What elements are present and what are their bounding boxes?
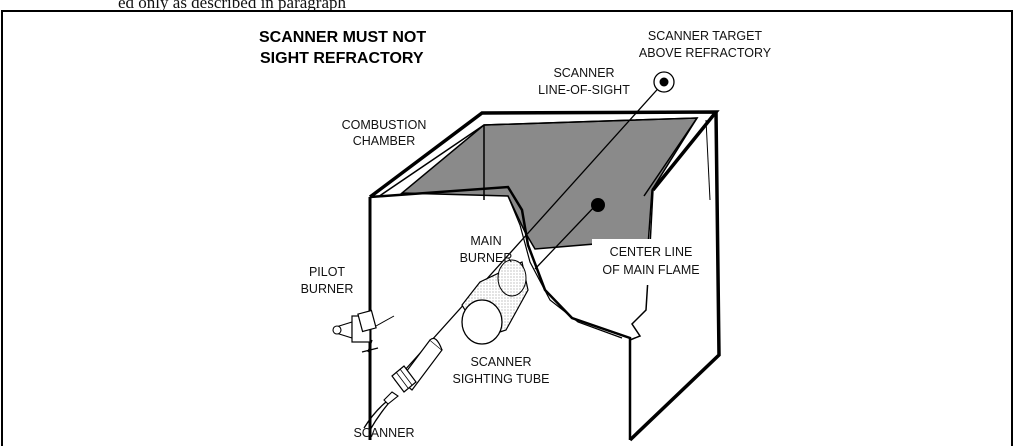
target-label-line1: SCANNER TARGET [648, 29, 763, 43]
main-burner-label-line2: BURNER [460, 251, 513, 265]
right-wall-crease [705, 119, 711, 201]
chamber-top-rim-inner [377, 117, 699, 198]
main-burner-label-line1: MAIN [470, 234, 501, 248]
pilot-label-line1: PILOT [309, 265, 345, 279]
tube-label-line2: SIGHTING TUBE [452, 372, 549, 386]
pilot-label-line2: BURNER [301, 282, 354, 296]
los-label-line2: LINE-OF-SIGHT [538, 83, 630, 97]
target-label-line2: ABOVE REFRACTORY [639, 46, 772, 60]
pilot-burner-icon [332, 309, 395, 353]
diagram-frame [1, 10, 1013, 446]
sighting-line-to-flame [534, 204, 597, 270]
main-flame-center-dot [591, 198, 605, 212]
main-burner-icon [461, 259, 529, 345]
chamber-label-line1: COMBUSTION [342, 118, 427, 132]
chamber-label-line2: CHAMBER [353, 134, 416, 148]
header-text: ed only as described in paragraph [118, 0, 346, 12]
scanner-line-of-sight [394, 81, 665, 382]
los-label-line1: SCANNER [553, 66, 614, 80]
chamber-top-rim-outer [368, 110, 720, 199]
scanner-label: SCANNER [353, 426, 414, 440]
title-line1: SCANNER MUST NOT [259, 29, 426, 46]
right-inner-wall [629, 189, 654, 341]
front-face-torn-inner [507, 195, 623, 339]
center-line-label-line1: CENTER LINE [610, 245, 693, 259]
center-line-label-line2: OF MAIN FLAME [602, 263, 699, 277]
scanner-icon [363, 337, 443, 431]
right-outer-wall [628, 111, 721, 442]
title-line2: SIGHT REFRACTORY [260, 50, 424, 67]
tube-label-line1: SCANNER [470, 355, 531, 369]
